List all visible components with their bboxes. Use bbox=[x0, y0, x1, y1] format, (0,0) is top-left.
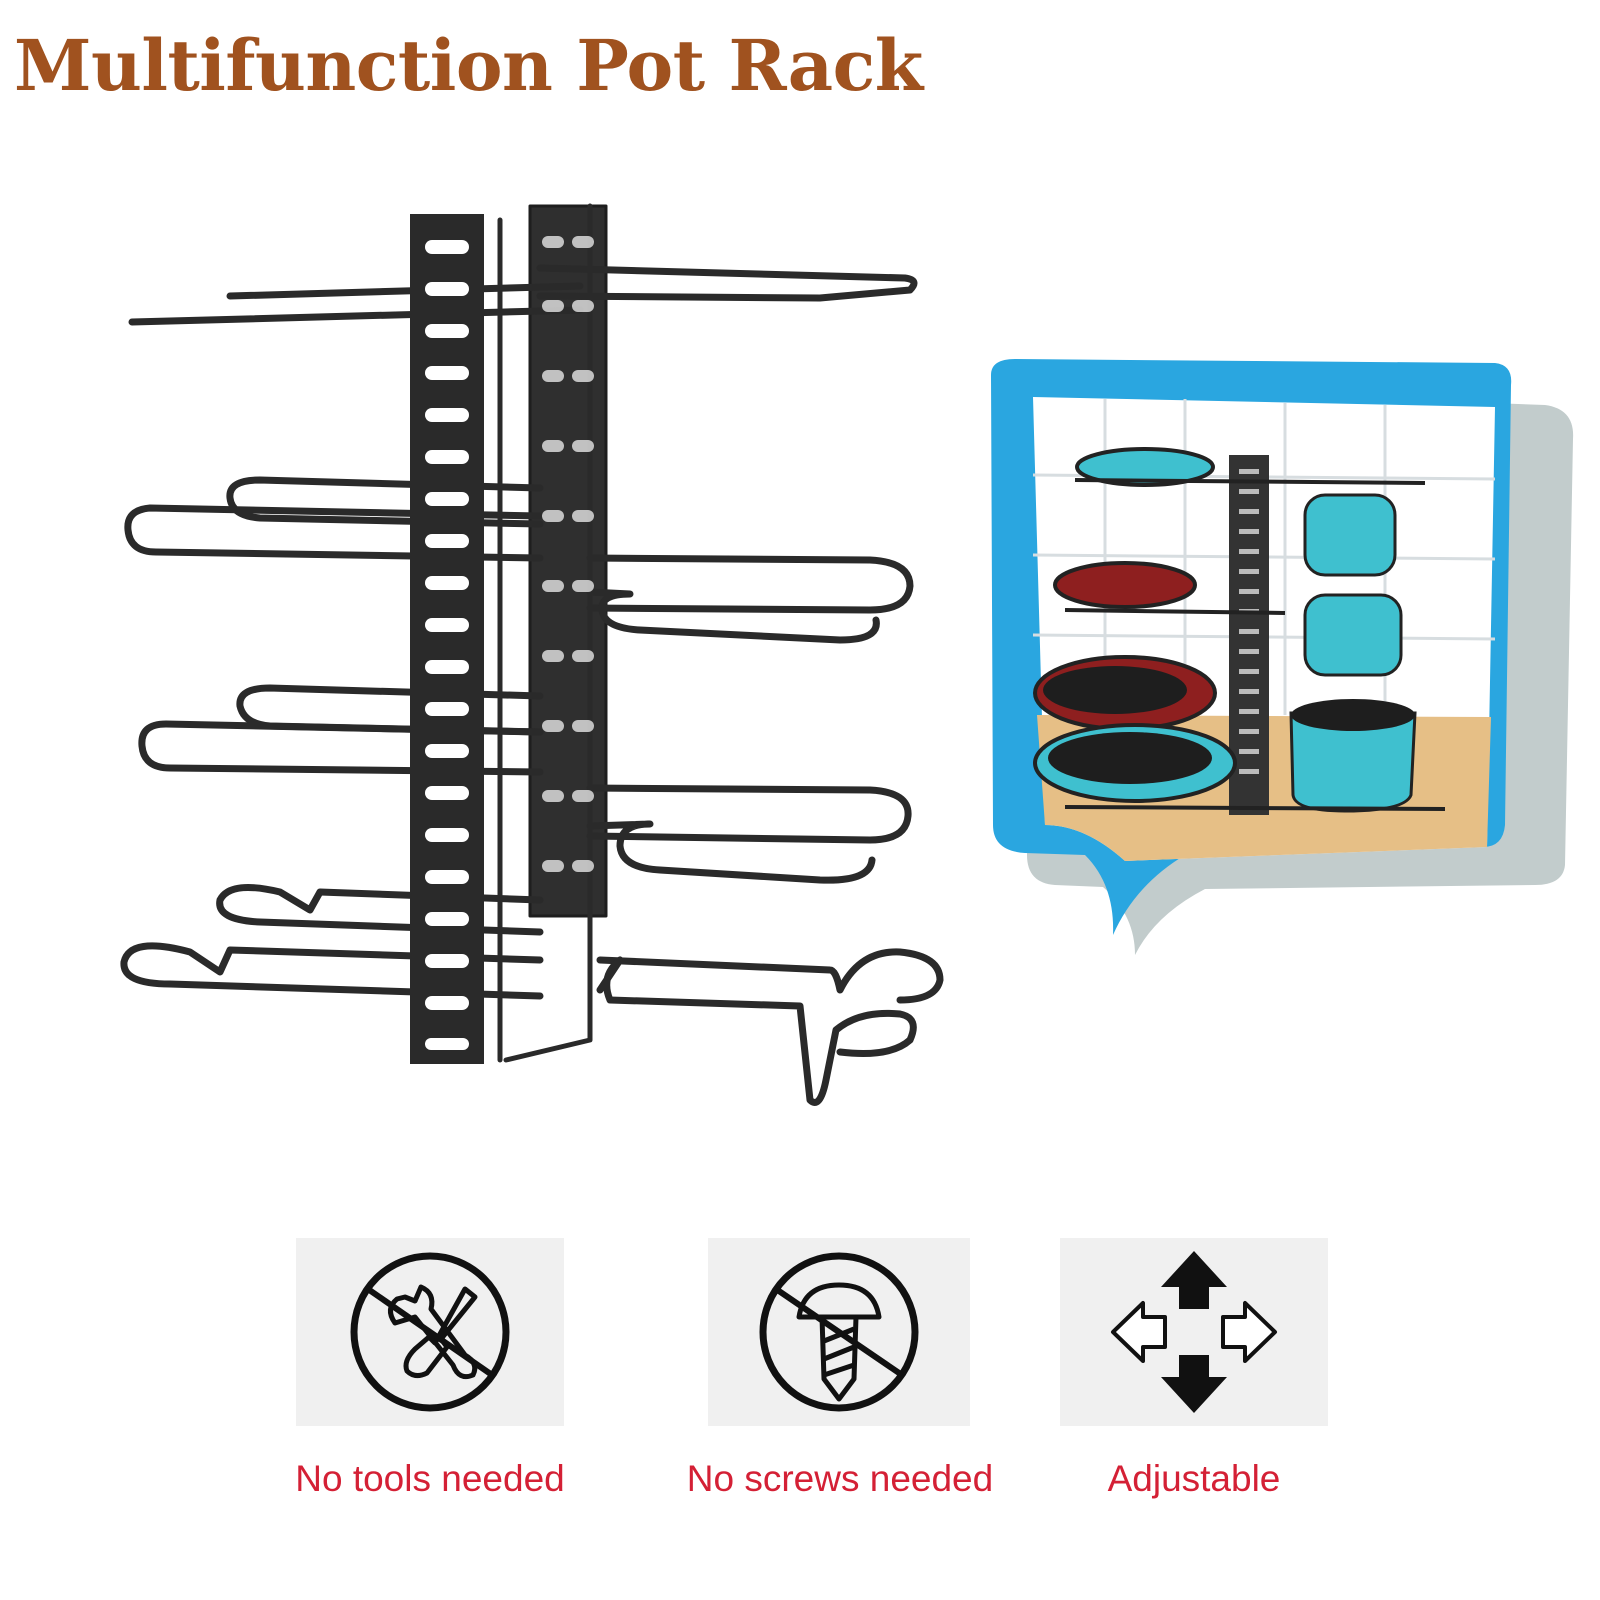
usage-photo-bubble bbox=[991, 359, 1574, 955]
feature-tile-no-tools bbox=[296, 1238, 564, 1426]
feature-label-no-tools: No tools needed bbox=[295, 1458, 565, 1499]
feature-label-adjustable: Adjustable bbox=[1107, 1458, 1281, 1499]
adjustable-arrows-icon bbox=[1111, 1251, 1277, 1413]
feature-label-no-screws: No screws needed bbox=[686, 1458, 994, 1499]
no-screws-icon bbox=[759, 1252, 919, 1412]
feature-tile-adjustable bbox=[1060, 1238, 1328, 1426]
page-title: Multifunction Pot Rack bbox=[14, 24, 923, 107]
feature-tile-no-screws bbox=[708, 1238, 970, 1426]
no-tools-icon bbox=[350, 1252, 510, 1412]
pot-rack-illustration bbox=[120, 203, 944, 1106]
